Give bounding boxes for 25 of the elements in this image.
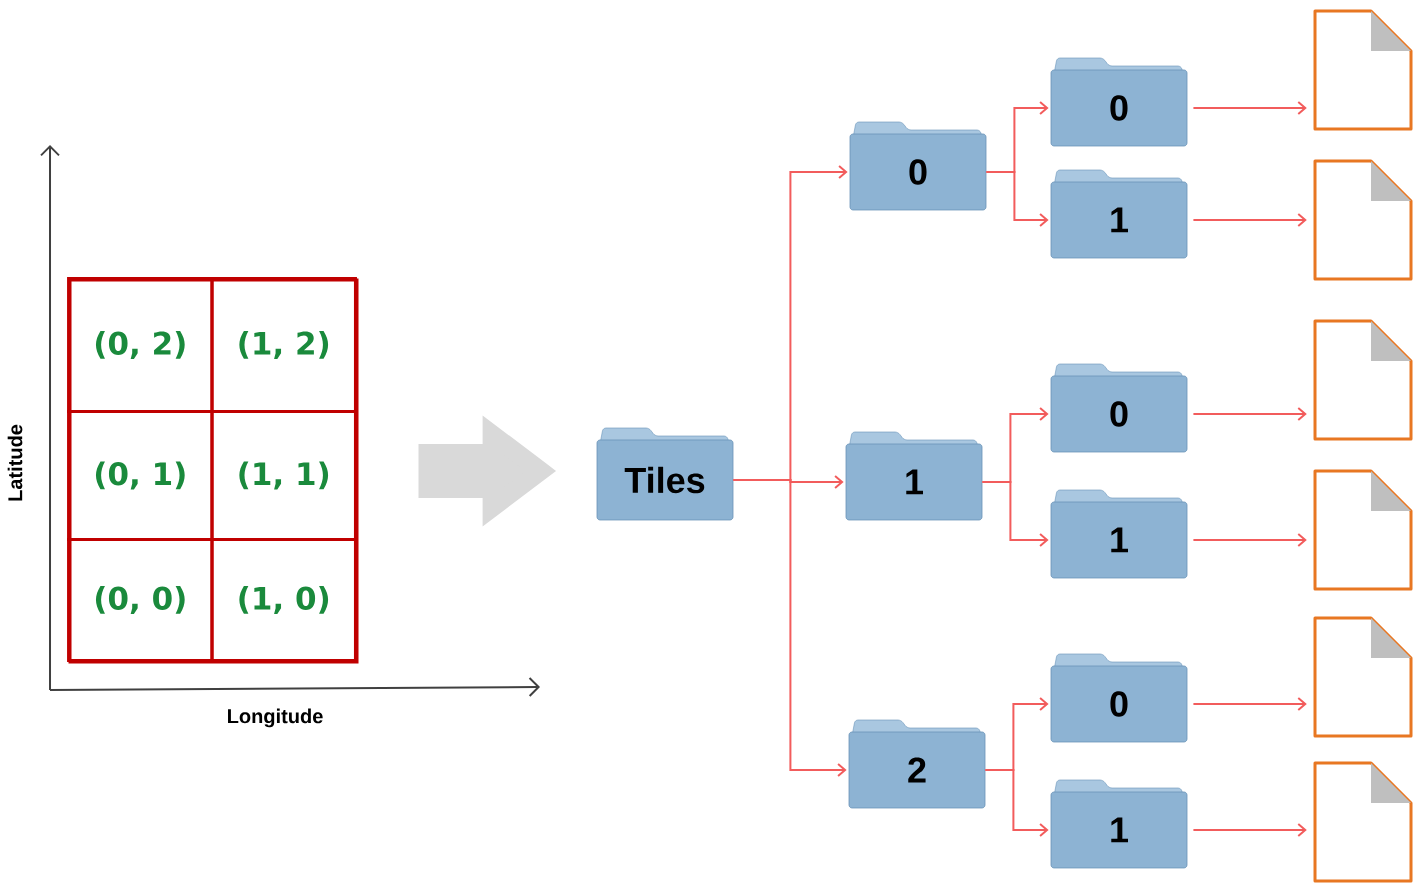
- grid-cell: (1, 1): [210, 410, 357, 541]
- axis-label: Latitude: [7, 424, 23, 501]
- arrow: [1297, 533, 1307, 547]
- grid-cell: (1, 2): [210, 277, 357, 413]
- grid-cell: (0, 2): [67, 277, 214, 413]
- arrow: [984, 769, 1049, 837]
- file-icon: [1313, 469, 1413, 591]
- arrow: [732, 479, 847, 777]
- grid-box: [68, 278, 359, 664]
- file-icon: [1313, 761, 1413, 883]
- arrow: [1297, 407, 1307, 421]
- axis-label: Longitude: [228, 708, 323, 728]
- arrow: [1297, 213, 1307, 227]
- arrow: [981, 481, 1049, 547]
- arrow: [1297, 697, 1307, 711]
- grid-cell: (1, 0): [210, 538, 357, 662]
- grid-cell: (0, 1): [67, 410, 214, 541]
- file-icon: [1313, 9, 1413, 131]
- arrow: [1297, 101, 1307, 115]
- grid-cell: (0, 0): [67, 538, 214, 662]
- arrow: [1297, 823, 1307, 837]
- file-icon: [1313, 616, 1413, 738]
- arrow: [985, 171, 1049, 227]
- file-icon: [1313, 159, 1413, 281]
- file-icon: [1313, 319, 1413, 441]
